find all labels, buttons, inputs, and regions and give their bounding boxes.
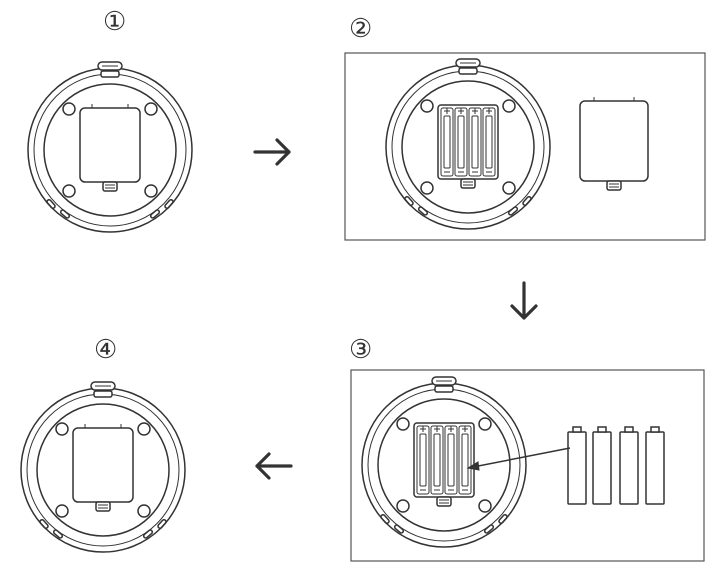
step-3-panel bbox=[350, 369, 705, 562]
step-4-device-icon bbox=[20, 381, 186, 553]
battery-cover-icon bbox=[579, 96, 649, 191]
battery-set bbox=[567, 426, 665, 505]
insert-pointer-arrow bbox=[466, 447, 571, 471]
arrow-right-icon bbox=[253, 138, 291, 166]
step-4-label: ④ bbox=[94, 335, 117, 365]
arrow-left-icon bbox=[255, 452, 293, 480]
aa-battery-icon bbox=[619, 426, 639, 505]
step-3-label: ③ bbox=[349, 335, 372, 365]
aa-battery-icon bbox=[567, 426, 587, 505]
aa-battery-icon bbox=[645, 426, 665, 505]
step-2-panel bbox=[344, 52, 706, 241]
aa-battery-icon bbox=[592, 426, 612, 505]
step-2-label: ② bbox=[349, 14, 372, 44]
arrow-down-icon bbox=[510, 281, 538, 320]
step-2-device-open-icon bbox=[386, 59, 550, 229]
step-1-label: ① bbox=[103, 7, 126, 37]
step-1-device-icon bbox=[27, 61, 193, 233]
